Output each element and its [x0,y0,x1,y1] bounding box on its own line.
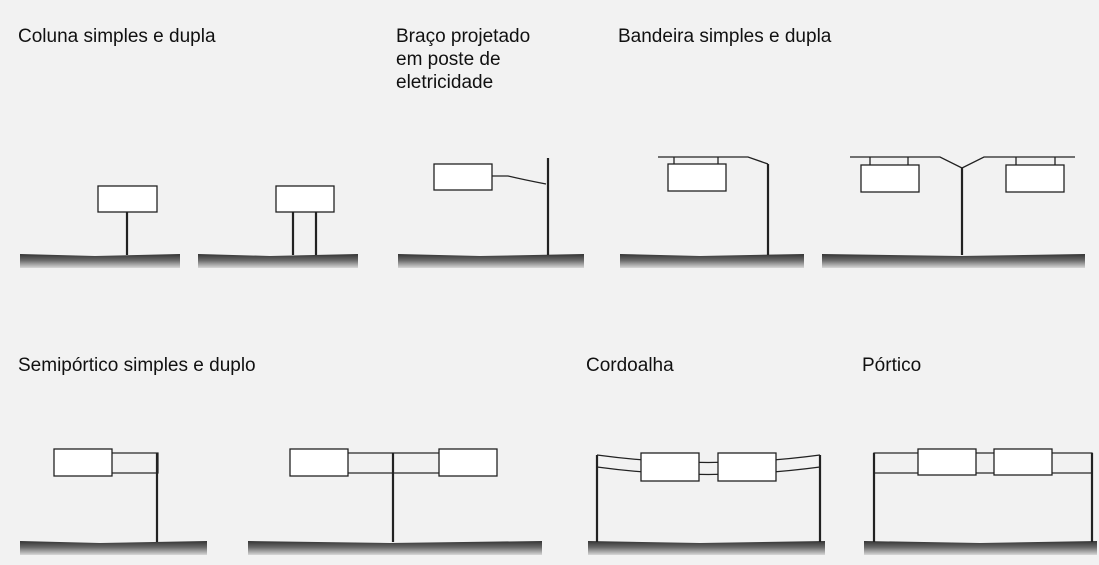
sign-board [433,163,493,191]
cordoalha [588,452,825,555]
sign-board [275,185,335,213]
sign-board [289,448,349,477]
ground [398,254,584,268]
sign-board [97,185,158,213]
bandeira-simples [620,156,804,268]
bandeira-dupla [822,156,1085,268]
label-portico: Pórtico [862,355,922,376]
arm [658,156,769,165]
ground [864,541,1097,555]
semiportico-duplo [248,448,542,555]
ground [248,541,542,555]
sign-board [993,448,1053,476]
arm [492,175,547,185]
ground [620,254,804,268]
sign-board [438,448,498,477]
portico [864,448,1097,555]
cable [596,454,821,464]
sign-board [860,164,920,193]
sign-board [640,452,700,482]
ground [822,254,1085,268]
cable [596,466,821,476]
ground [20,254,180,268]
label-cordoalha: Cordoalha [586,355,674,376]
label-semiportico: Semipórtico simples e duplo [18,355,256,376]
sign-board [917,448,977,476]
semiportico-simples [20,448,207,555]
label-bandeira: Bandeira simples e dupla [618,26,832,47]
braco-projetado [398,158,584,268]
coluna-dupla [198,185,358,268]
sign-board [667,163,727,192]
sign-board [717,452,777,482]
truss [873,452,1093,474]
arm [850,156,1075,169]
ground [198,254,358,268]
label-coluna: Coluna simples e dupla [18,26,216,47]
truss [109,452,159,474]
sign-board [1005,164,1065,193]
sign-board [53,448,113,477]
ground [20,541,207,555]
coluna-simples [20,185,180,268]
label-braco-projetado: Braço projetado em poste de eletricidade [396,26,531,93]
ground [588,541,825,555]
